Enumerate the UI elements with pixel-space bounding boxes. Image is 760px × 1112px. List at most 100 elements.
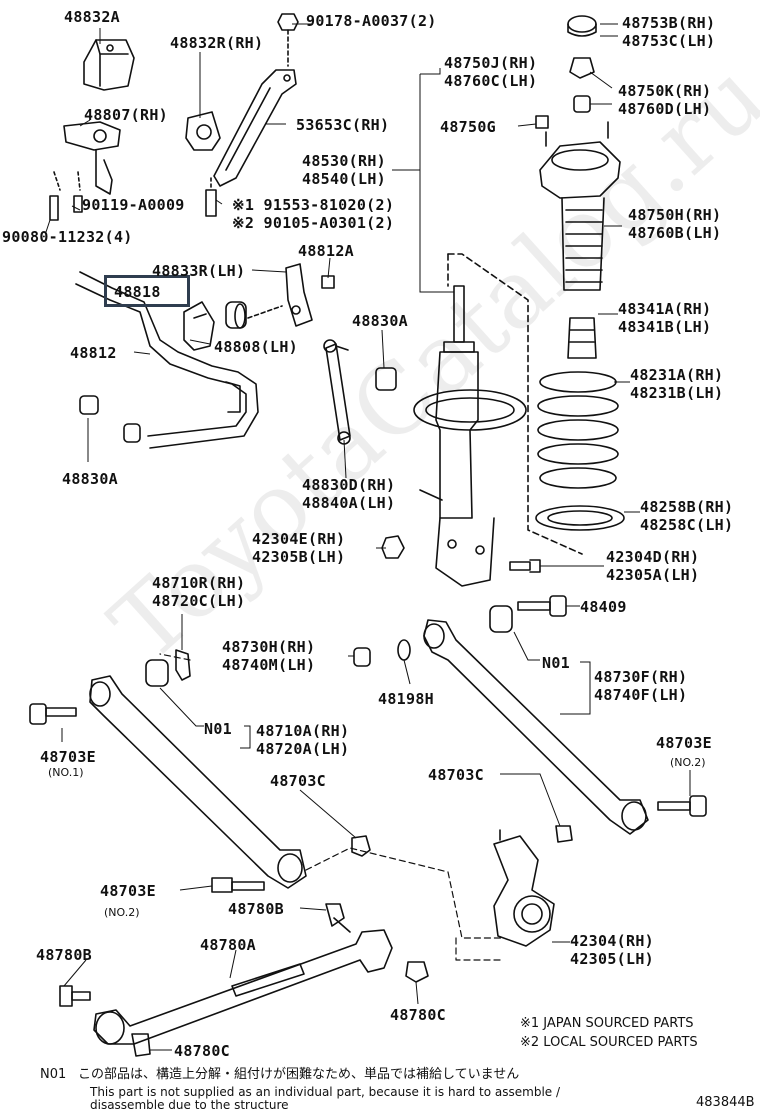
caps-48753-drawing — [535, 15, 597, 129]
sub-label-no2-right: (NO.2) — [670, 756, 706, 769]
part-label-48703e-1[interactable]: 48703E — [40, 748, 96, 766]
part-label-48750j[interactable]: 48750J(RH)48760C(LH) — [444, 54, 537, 90]
highlight-box-48818[interactable] — [104, 275, 190, 307]
part-number-line: 48530(RH) — [302, 152, 386, 170]
part-label-90080[interactable]: 90080-11232(4) — [2, 228, 133, 246]
part-number-line: 48258C(LH) — [640, 516, 734, 534]
part-label-48812[interactable]: 48812 — [70, 344, 117, 362]
bracket-53653c-drawing — [213, 69, 297, 187]
part-label-48730h[interactable]: 48730H(RH)48740M(LH) — [222, 638, 315, 674]
part-label-48198h[interactable]: 48198H — [378, 690, 434, 708]
part-number-line: 90080-11232(4) — [2, 228, 133, 246]
part-number-line: 48540(LH) — [302, 170, 386, 188]
part-label-48780c-2[interactable]: 48780C — [174, 1042, 230, 1060]
part-label-48830a[interactable]: 48830A — [62, 470, 118, 488]
part-label-90119[interactable]: 90119-A0009 — [82, 196, 185, 214]
part-number-line: 48720A(LH) — [256, 740, 350, 758]
part-number-line: 48830A — [62, 470, 118, 488]
part-number-line: 48833R(LH) — [152, 262, 246, 280]
part-label-91553[interactable]: ※1 91553-81020(2)※2 90105-A0301(2) — [232, 196, 394, 232]
strut-dashed-guides — [447, 253, 583, 555]
part-label-48832r[interactable]: 48832R(RH) — [170, 34, 263, 52]
part-label-48832a[interactable]: 48832A — [64, 8, 120, 26]
part-number-line: 48818 — [114, 283, 161, 301]
part-label-48530[interactable]: 48530(RH)48540(LH) — [302, 152, 386, 188]
part-label-48750k[interactable]: 48750K(RH)48760D(LH) — [618, 82, 711, 118]
part-number-line: 48703E — [100, 882, 156, 900]
bolt-42304d-drawing — [509, 559, 541, 573]
part-number-line: 48832R(RH) — [170, 34, 264, 52]
part-number-line: 42305B(LH) — [252, 548, 346, 566]
part-number-line: 48409 — [580, 598, 627, 616]
part-number-line: 90178-A0037(2) — [306, 12, 437, 30]
part-label-48830a-top[interactable]: 48830A — [352, 312, 408, 330]
part-number-line: ※1 91553-81020(2) — [232, 196, 395, 214]
part-label-48812a[interactable]: 48812A — [298, 242, 354, 260]
part-label-90178[interactable]: 90178-A0037(2) — [306, 12, 437, 30]
bolt-48703e-mid-drawing — [211, 877, 265, 893]
part-label-48703c-2[interactable]: 48703C — [428, 766, 484, 784]
nut-48812a-drawing — [321, 275, 335, 289]
part-label-48703e-2[interactable]: 48703E — [656, 734, 712, 752]
part-label-48703c-1[interactable]: 48703C — [270, 772, 326, 790]
part-number-line: 53653C(RH) — [296, 116, 390, 134]
part-number-line: 48780C — [174, 1042, 230, 1060]
part-label-48409[interactable]: 48409 — [580, 598, 627, 616]
part-label-42304[interactable]: 42304(RH)42305(LH) — [570, 932, 654, 968]
part-label-48750g[interactable]: 48750G — [440, 118, 496, 136]
part-label-48258[interactable]: 48258B(RH)48258C(LH) — [640, 498, 733, 534]
part-label-42304e[interactable]: 42304E(RH)42305B(LH) — [252, 530, 345, 566]
part-label-48833r[interactable]: 48833R(LH) — [152, 262, 245, 280]
part-number-line: N01 — [542, 654, 570, 672]
bolts-90119-drawing — [49, 171, 83, 221]
part-label-48710r[interactable]: 48710R(RH)48720C(LH) — [152, 574, 245, 610]
part-number-line: 48808(LH) — [214, 338, 298, 356]
part-number-line: 48753C(LH) — [622, 32, 716, 50]
part-number-line: 90119-A0009 — [82, 196, 185, 214]
part-label-48780c-1[interactable]: 48780C — [390, 1006, 446, 1024]
plate-48807-drawing — [63, 121, 121, 195]
leader-lines — [45, 23, 691, 1051]
part-number-line: 48710R(RH) — [152, 574, 246, 592]
part-number-line: 48760D(LH) — [618, 100, 712, 118]
part-number-line: 48812 — [70, 344, 117, 362]
part-label-53653[interactable]: 53653C(RH) — [296, 116, 389, 134]
part-number-line: N01 — [204, 720, 232, 738]
footnote-english-line-1: This part is not supplied as an individu… — [90, 1085, 561, 1099]
part-label-n01b[interactable]: N01 — [204, 720, 232, 738]
part-label-48753[interactable]: 48753B(RH)48753C(LH) — [622, 14, 715, 50]
part-label-48710a[interactable]: 48710A(RH)48720A(LH) — [256, 722, 349, 758]
sub-label-no1: (NO.1) — [48, 766, 84, 779]
part-label-48730f[interactable]: 48730F(RH)48740F(LH) — [594, 668, 687, 704]
part-label-48341[interactable]: 48341A(RH)48341B(LH) — [618, 300, 711, 336]
part-label-48807[interactable]: 48807(RH) — [84, 106, 168, 124]
nuts-48703c-drawing — [351, 825, 573, 857]
part-number-line: 48750J(RH) — [444, 54, 538, 72]
stabilizer-bar-48812-drawing — [75, 271, 259, 449]
part-number-line: 48198H — [378, 690, 434, 708]
part-number-line: 48760B(LH) — [628, 224, 722, 242]
bracket-48808-drawing — [183, 301, 215, 351]
bump-stop-48341-drawing — [567, 317, 597, 359]
knuckle-42304-drawing — [493, 829, 555, 947]
part-label-48750h[interactable]: 48750H(RH)48760B(LH) — [628, 206, 721, 242]
part-label-48818[interactable]: 48818 — [114, 283, 161, 301]
nut-90178-drawing — [277, 13, 299, 67]
part-number-line: 48750G — [440, 118, 496, 136]
part-label-48231[interactable]: 48231A(RH)48231B(LH) — [630, 366, 723, 402]
part-label-48808[interactable]: 48808(LH) — [214, 338, 298, 356]
nut-42304e-drawing — [381, 535, 405, 559]
part-number-line: 48780A — [200, 936, 256, 954]
note-japan-sourced: ※1 JAPAN SOURCED PARTS — [520, 1016, 694, 1031]
part-label-48780a[interactable]: 48780A — [200, 936, 256, 954]
part-number-line: 42304D(RH) — [606, 548, 700, 566]
bolt-48409-drawing — [489, 595, 567, 633]
part-label-48703e-3[interactable]: 48703E — [100, 882, 156, 900]
part-number-line: 48720C(LH) — [152, 592, 246, 610]
part-label-n01a[interactable]: N01 — [542, 654, 570, 672]
part-number-line: 48730H(RH) — [222, 638, 316, 656]
part-label-42304d[interactable]: 42304D(RH)42305A(LH) — [606, 548, 699, 584]
part-label-48780b-2[interactable]: 48780B — [36, 946, 92, 964]
part-label-48830d[interactable]: 48830D(RH)48840A(LH) — [302, 476, 395, 512]
part-label-48780b-1[interactable]: 48780B — [228, 900, 284, 918]
